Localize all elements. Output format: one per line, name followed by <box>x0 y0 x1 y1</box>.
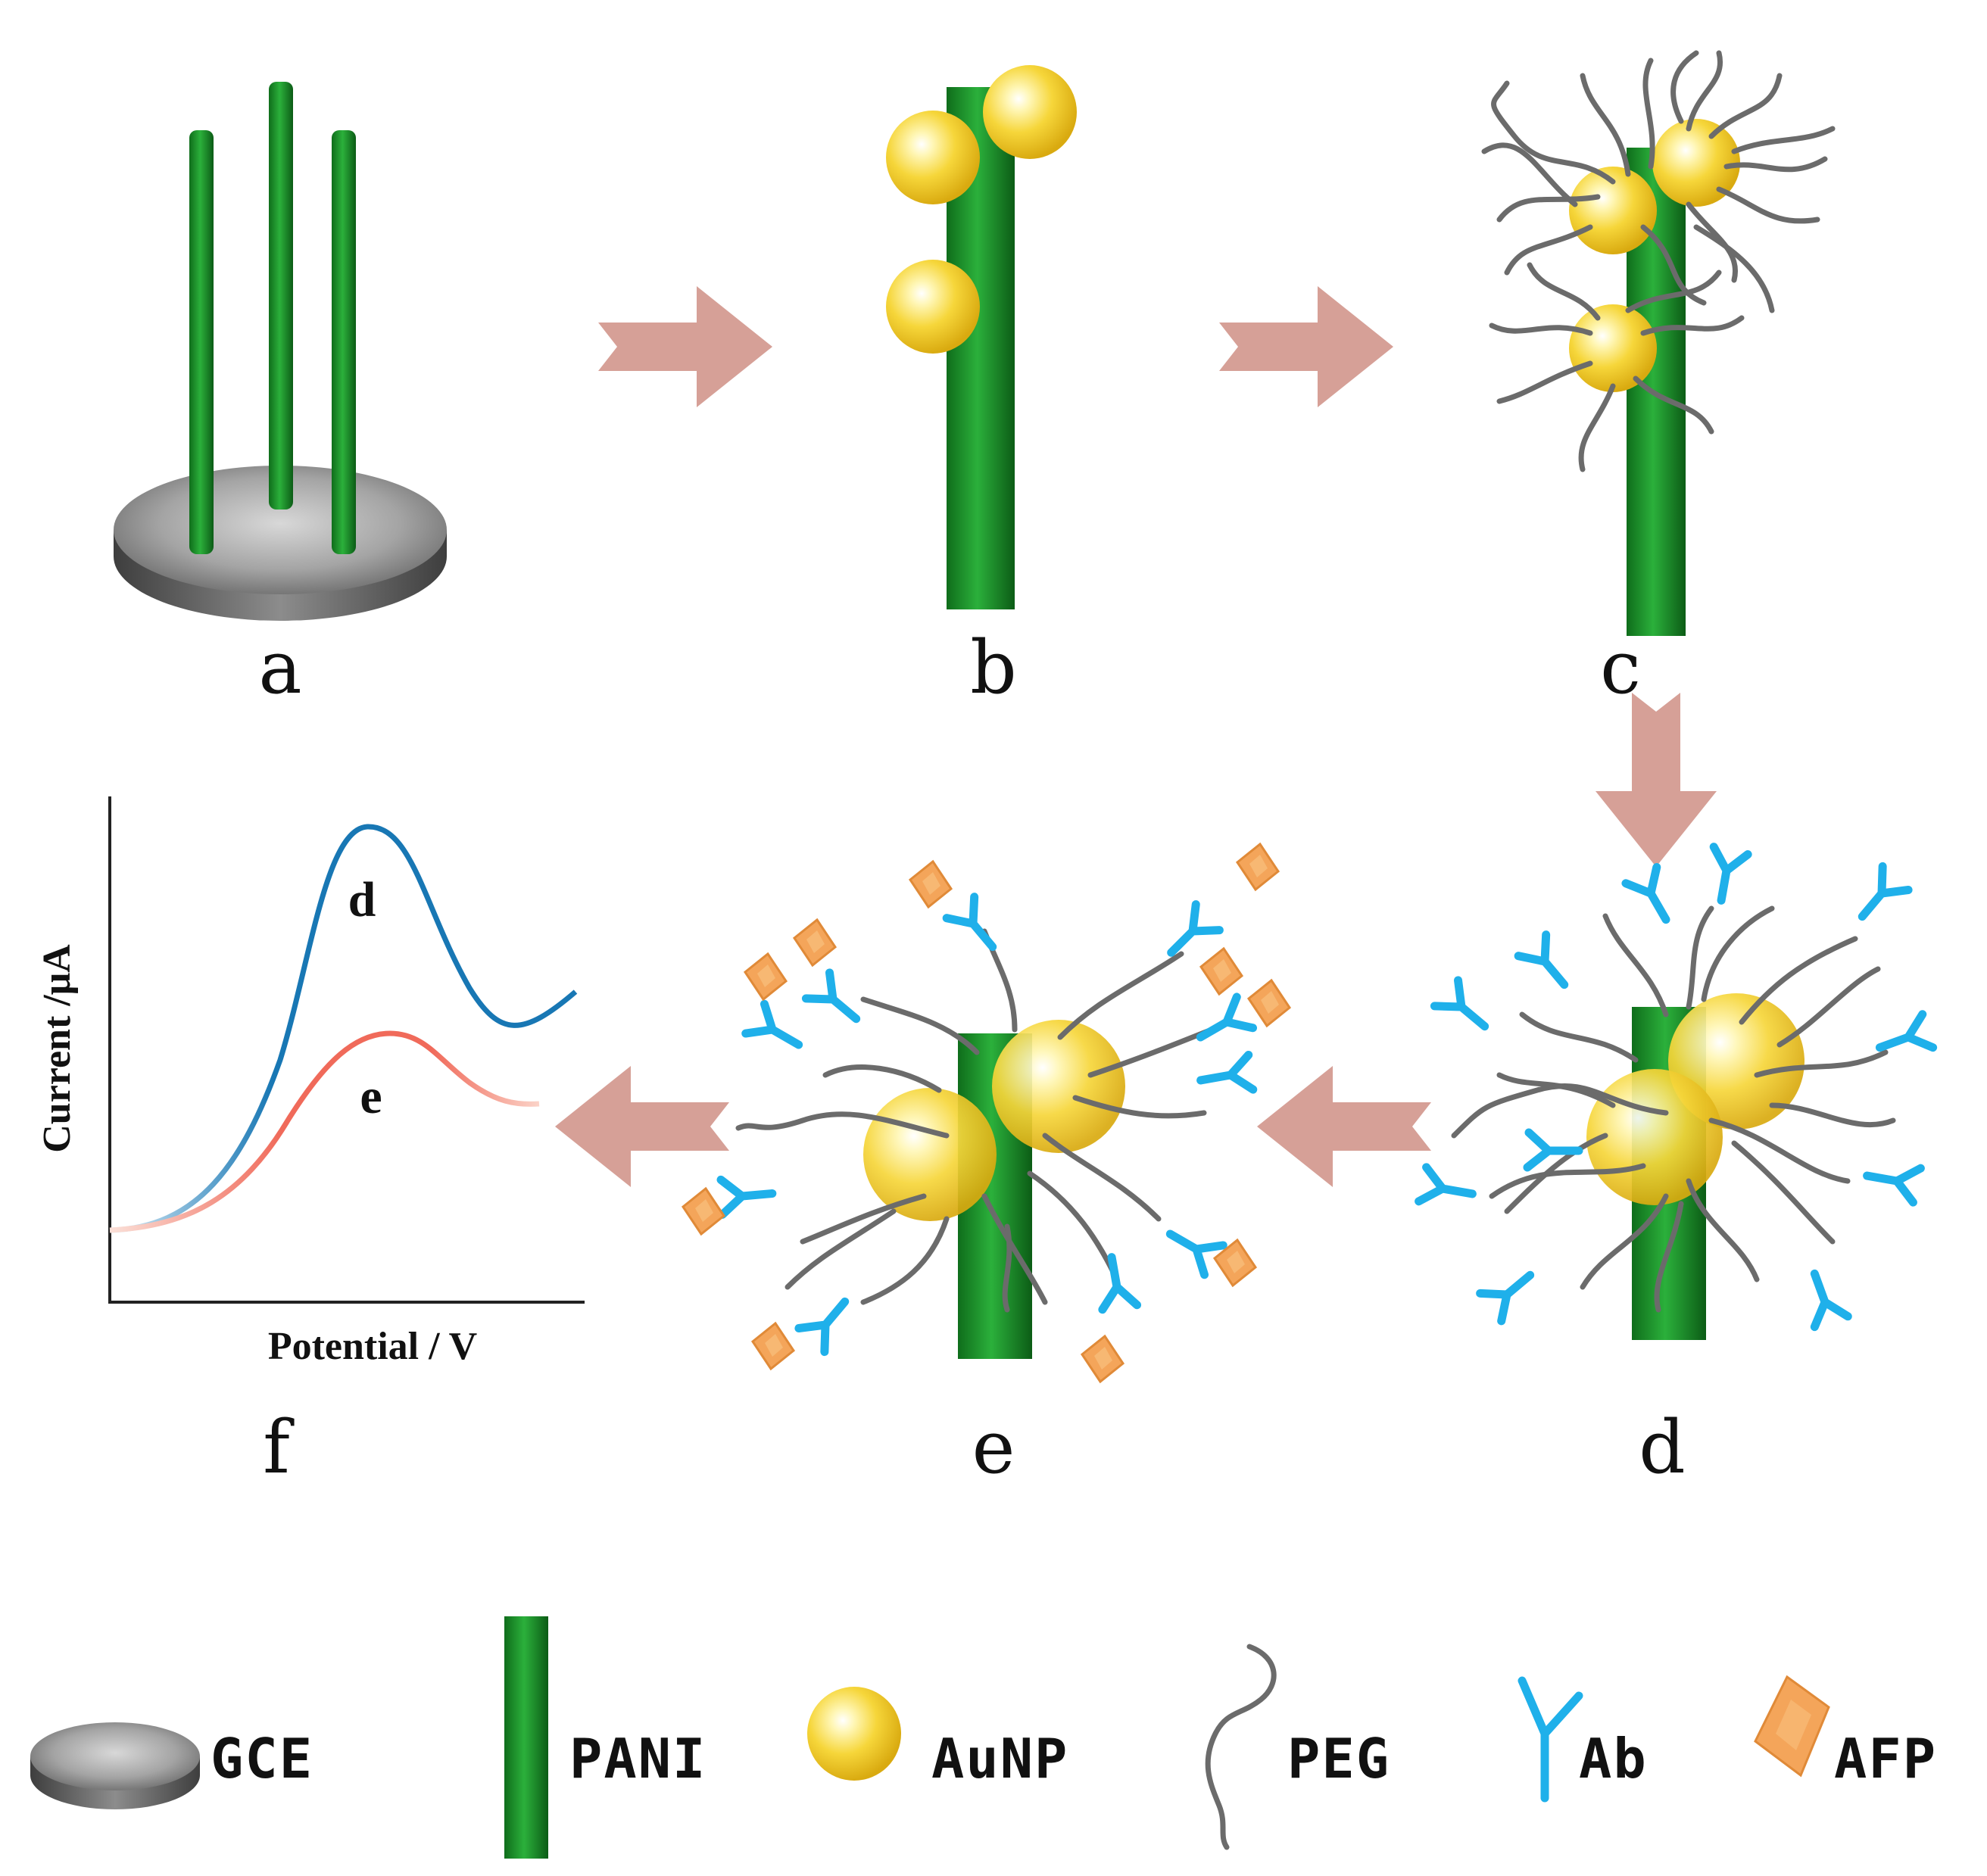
curve-d <box>109 824 578 1233</box>
peg-chains-c <box>1481 50 1836 472</box>
arrow-c-to-d <box>1596 693 1717 867</box>
legend-item-peg: PEG <box>1205 1644 1390 1850</box>
curve-e <box>109 1030 540 1233</box>
legend-label-aunp: AuNP <box>931 1727 1068 1790</box>
y-axis-label: Current /μA <box>36 944 79 1153</box>
legend-label-peg: PEG <box>1287 1727 1390 1790</box>
curve-label-e: e <box>360 1069 382 1124</box>
peg-chains-d <box>1451 905 1896 1313</box>
panel-d-ab-immobilized: d <box>1419 847 1935 1490</box>
arrow-b-to-c <box>1219 286 1393 407</box>
plot-axes <box>108 796 585 1304</box>
curve-label-d: d <box>348 872 376 927</box>
panel-c-pani-aunp-peg: c <box>1481 50 1836 710</box>
legend-item-gce: GCE <box>30 1722 313 1809</box>
legend-item-pani: PANI <box>504 1616 707 1859</box>
arrow-a-to-b <box>598 286 772 407</box>
panel-f-response-plot: d e Potential / V Current /μA f <box>36 796 585 1490</box>
panel-a-gce-with-pani: a <box>114 82 447 710</box>
x-axis-label: Potential / V <box>268 1325 477 1368</box>
legend-label-pani: PANI <box>569 1727 707 1790</box>
legend-item-aunp: AuNP <box>807 1687 1068 1790</box>
legend-label-afp: AFP <box>1834 1727 1937 1790</box>
panel-label-f: f <box>263 1405 295 1490</box>
panel-label-a: a <box>258 625 301 710</box>
panel-b-pani-aunp: b <box>886 65 1077 710</box>
panel-label-d: d <box>1639 1405 1685 1490</box>
arrow-e-to-f <box>555 1066 729 1187</box>
legend-item-ab: Ab <box>1518 1676 1648 1803</box>
legend: GCE PANI AuNP PEG Ab AFP <box>30 1616 1937 1859</box>
panel-e-afp-bound: e <box>682 843 1291 1490</box>
panel-label-b: b <box>970 625 1016 710</box>
legend-label-ab: Ab <box>1579 1727 1648 1790</box>
panel-label-e: e <box>972 1405 1015 1490</box>
legend-item-afp: AFP <box>1754 1675 1937 1790</box>
legend-label-gce: GCE <box>211 1727 313 1790</box>
arrow-d-to-e <box>1257 1066 1431 1187</box>
